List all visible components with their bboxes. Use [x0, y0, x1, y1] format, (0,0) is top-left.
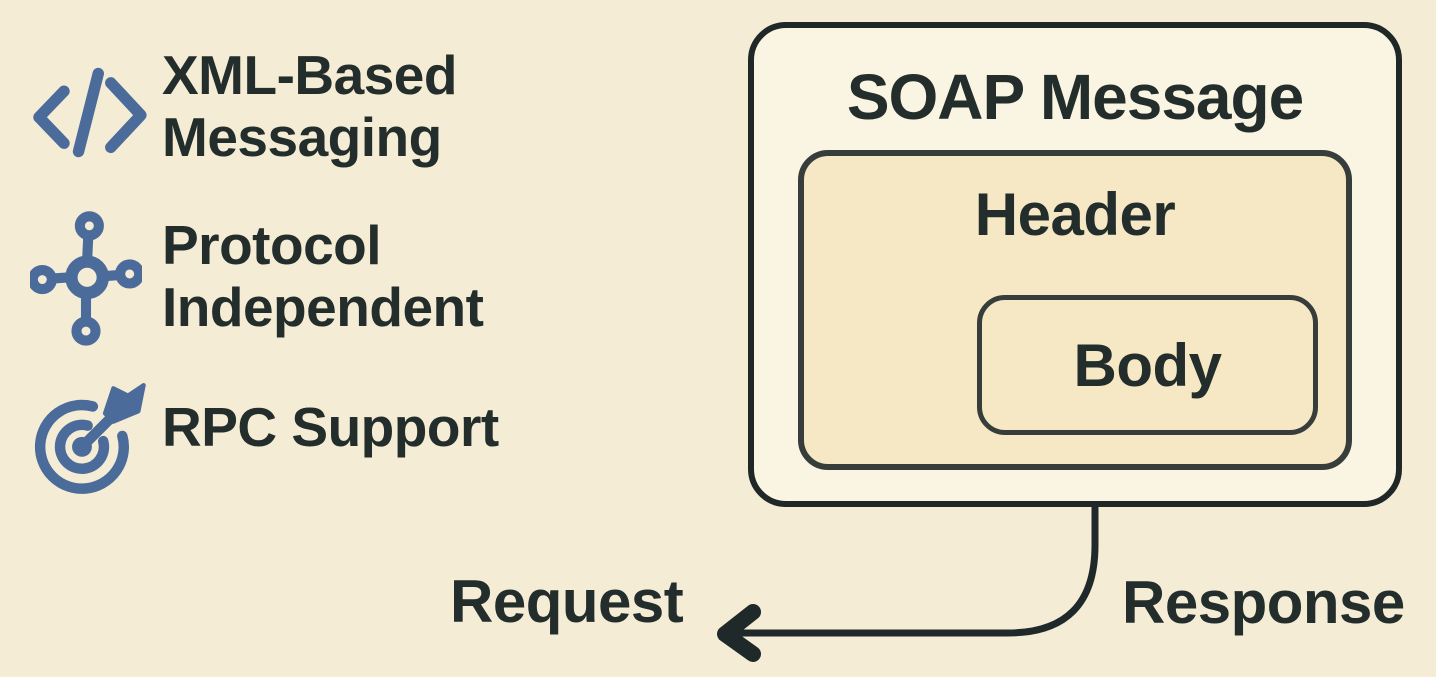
- code-icon: [28, 60, 154, 164]
- header-box: Header Body: [798, 150, 1352, 470]
- feature-label-xml: XML-Based Messaging: [162, 44, 458, 168]
- target-dart-icon: [33, 382, 155, 497]
- request-label: Request: [450, 568, 684, 635]
- network-hub-icon: [27, 210, 145, 348]
- feature-label-rpc: RPC Support: [162, 396, 499, 458]
- soap-message-title: SOAP Message: [846, 61, 1304, 133]
- soap-message-box: SOAP Message Header Body: [748, 22, 1402, 507]
- header-label: Header: [974, 181, 1176, 248]
- response-label: Response: [1122, 569, 1405, 636]
- feature-label-protocol: Protocol Independent: [162, 214, 484, 338]
- body-box: Body: [977, 295, 1318, 435]
- body-label: Body: [1073, 331, 1223, 399]
